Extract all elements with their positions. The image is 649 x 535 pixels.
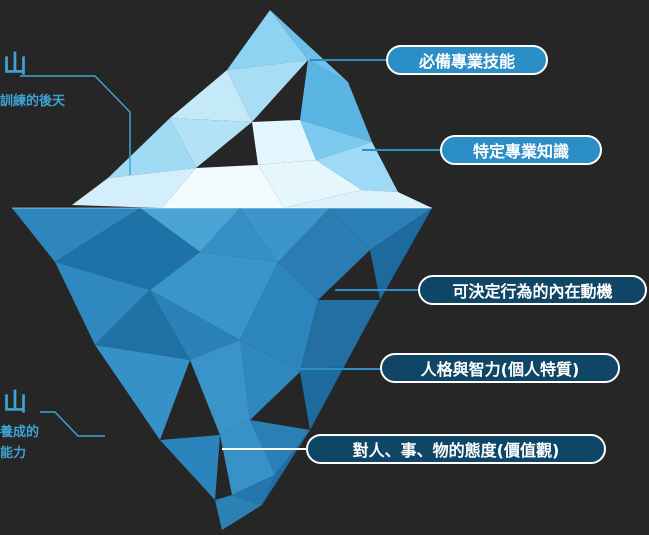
top-left-title: 山 xyxy=(3,50,27,78)
top-bracket-line xyxy=(20,75,131,175)
bottom-left-subtitle-1: 養成的 xyxy=(0,425,40,440)
bottom-left-title: 山 xyxy=(3,388,27,416)
label-specific-knowledge: 特定專業知識 xyxy=(440,135,602,165)
label-values: 對人、事、物的態度(價值觀) xyxy=(306,434,606,464)
top-left-subtitle: 訓練的後天 xyxy=(0,94,66,109)
iceberg-body xyxy=(12,208,432,530)
bottom-left-subtitle-2: 能力 xyxy=(0,446,27,461)
label-essential-skills: 必備專業技能 xyxy=(386,45,548,75)
label-personality: 人格與智力(個人特質) xyxy=(380,353,620,383)
bottom-bracket-line xyxy=(40,411,105,437)
iceberg-tip xyxy=(72,10,432,208)
label-inner-motivation: 可決定行為的內在動機 xyxy=(418,275,647,305)
